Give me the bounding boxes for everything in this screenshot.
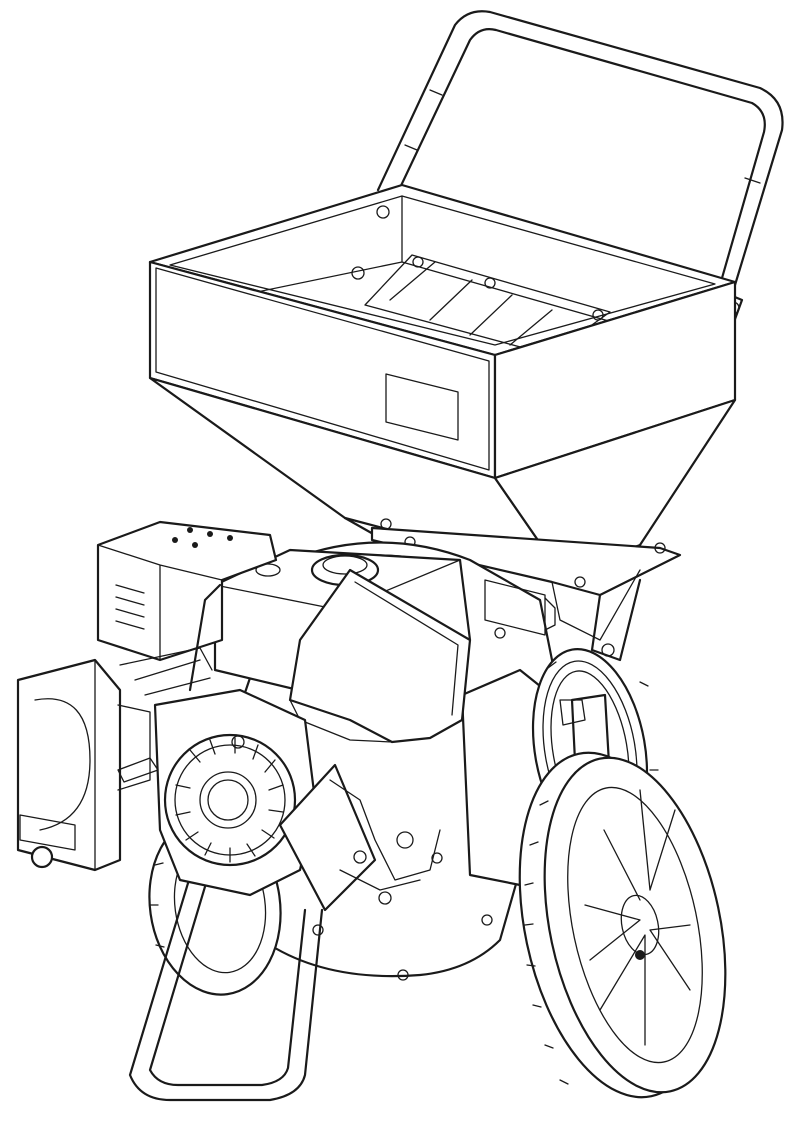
air-cleaner bbox=[96, 520, 278, 662]
housing-bolt bbox=[494, 627, 506, 639]
engine-linkage bbox=[117, 583, 441, 905]
right-wheel bbox=[518, 751, 727, 1099]
starter-bolt bbox=[231, 735, 245, 749]
support-leg bbox=[128, 858, 324, 1102]
inspection-plate bbox=[484, 579, 546, 636]
recoil-starter bbox=[153, 688, 317, 897]
port-bolt bbox=[601, 643, 615, 657]
engine-bolt bbox=[353, 850, 367, 864]
hopper bbox=[148, 183, 737, 587]
muffler bbox=[16, 658, 151, 872]
hopper-bolt bbox=[484, 277, 496, 289]
flange-bolt bbox=[380, 518, 392, 530]
muffler-cap bbox=[30, 845, 54, 869]
flange-bolt bbox=[654, 542, 666, 554]
hopper-handle bbox=[376, 10, 784, 287]
flange-bolt bbox=[574, 576, 586, 588]
hopper-label-plate bbox=[385, 373, 459, 441]
hopper-bolt bbox=[592, 309, 604, 321]
hopper-bolt bbox=[376, 205, 390, 219]
hopper-feed-ramp bbox=[364, 254, 611, 356]
hopper-bolt bbox=[351, 266, 365, 280]
housing-bolt bbox=[481, 914, 493, 926]
housing-bolt bbox=[312, 924, 324, 936]
hopper-bolt bbox=[412, 256, 424, 268]
housing-bolt bbox=[431, 852, 443, 864]
engine-bolt bbox=[396, 831, 414, 849]
belt-guard bbox=[288, 568, 472, 744]
housing-bolt bbox=[397, 969, 409, 981]
chute-flange bbox=[370, 518, 682, 662]
throttle-plate bbox=[278, 763, 377, 912]
wheel-axle-cap bbox=[635, 950, 645, 960]
engine-bolt bbox=[378, 891, 392, 905]
